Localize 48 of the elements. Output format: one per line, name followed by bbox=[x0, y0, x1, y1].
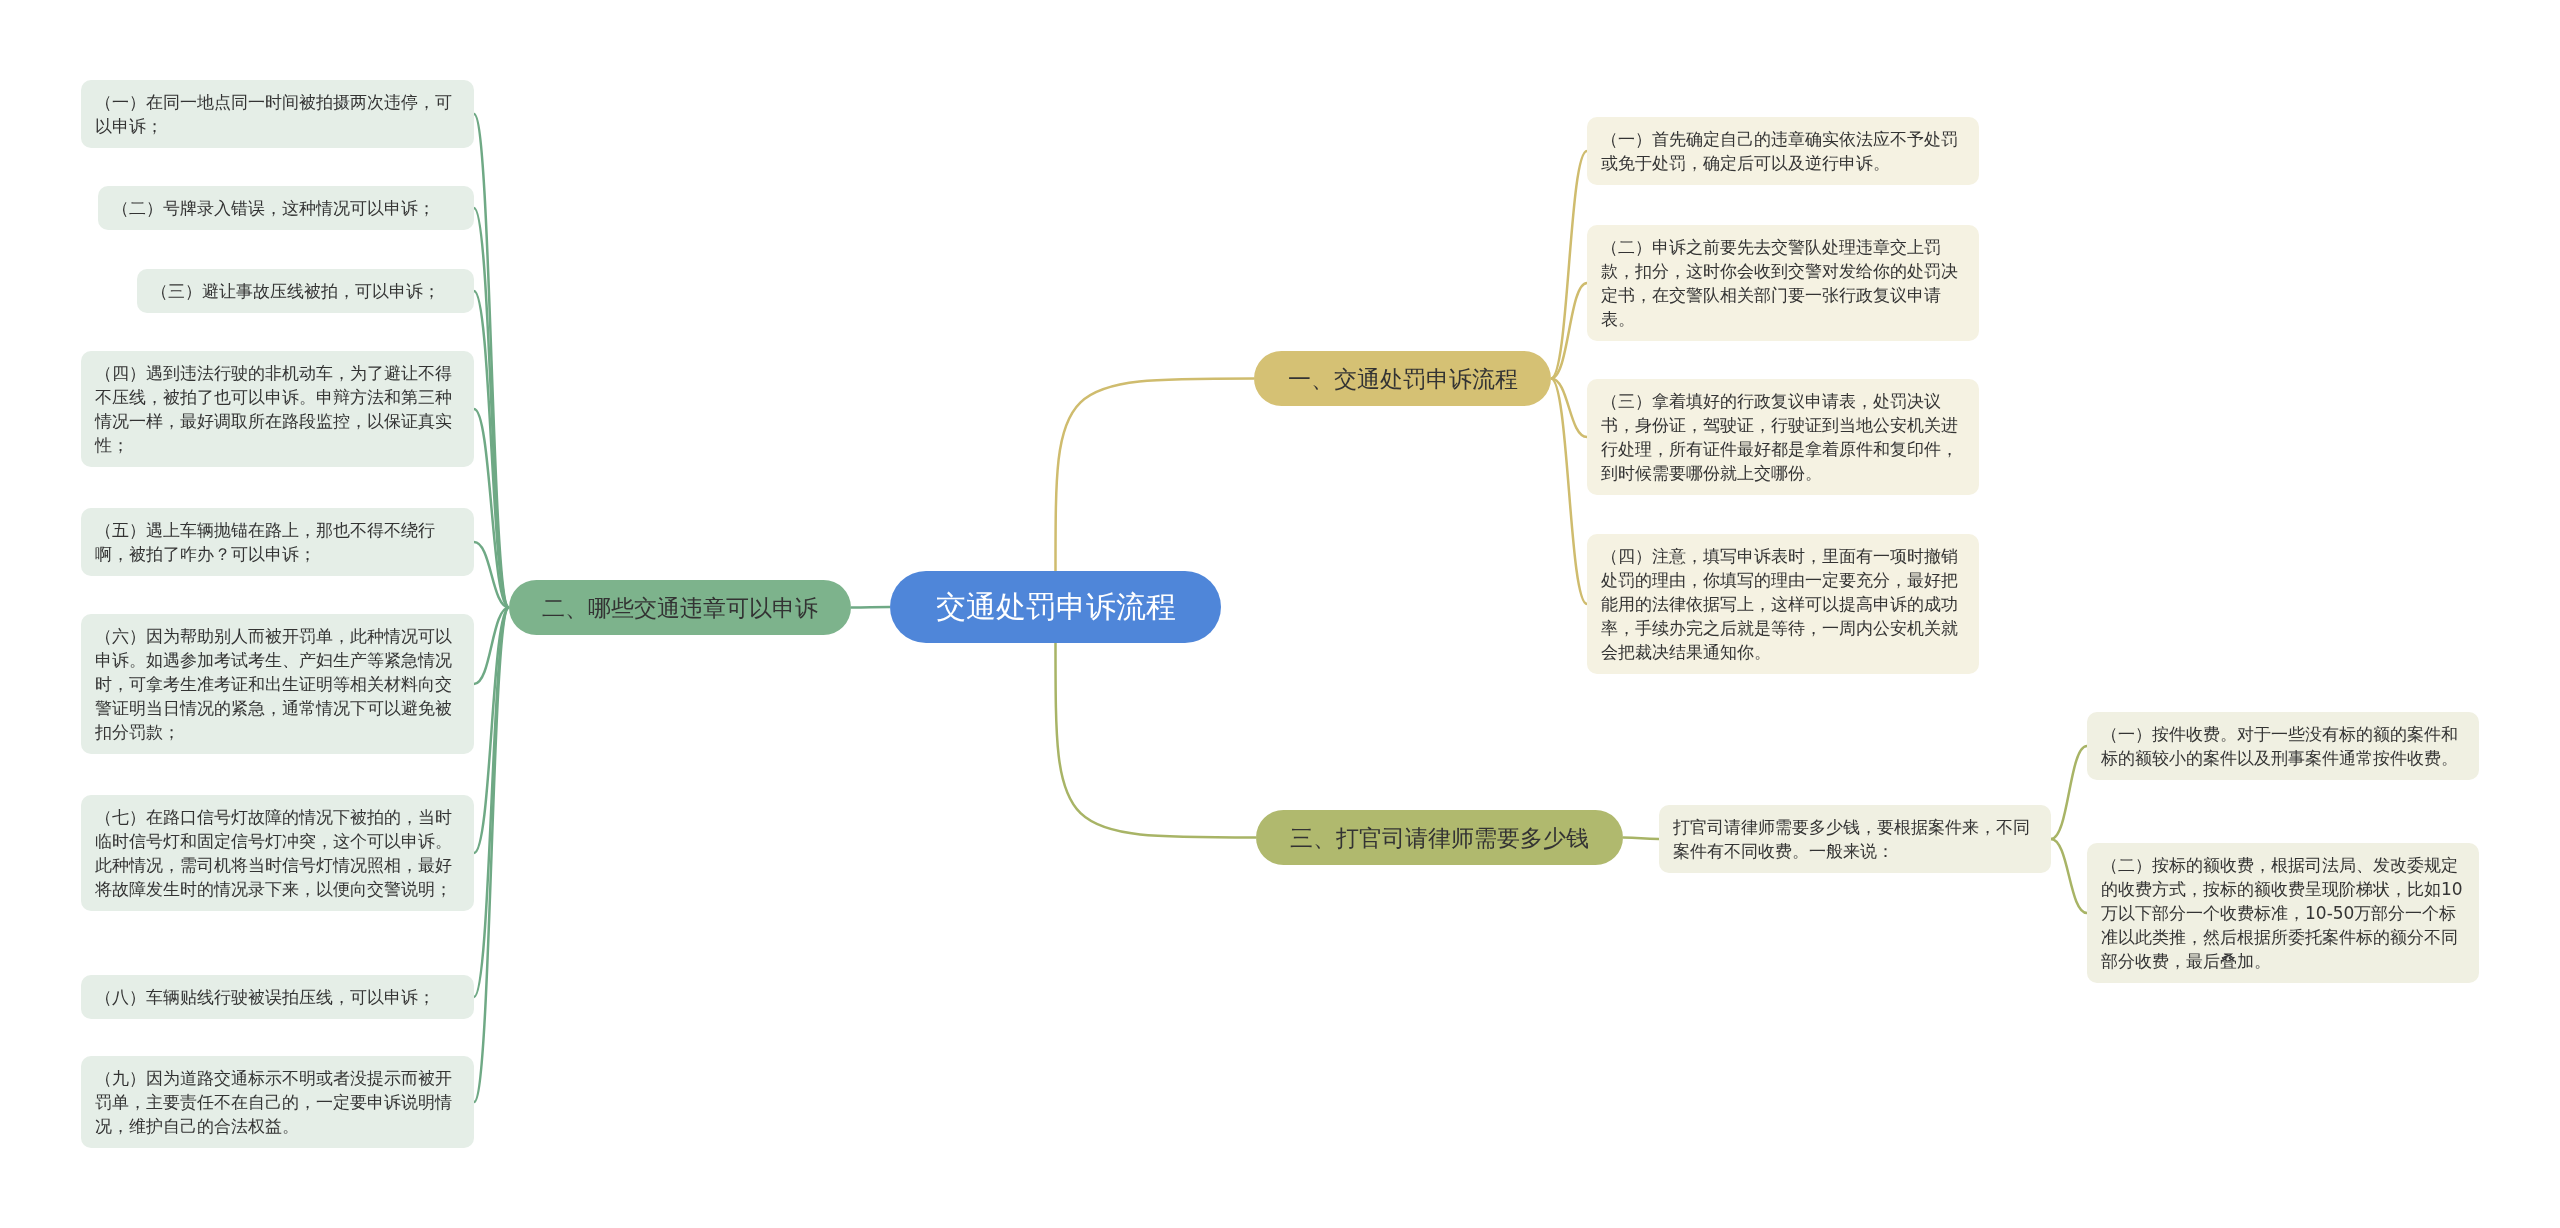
text-card bbox=[1587, 225, 1979, 341]
node-text: （二）号牌录入错误，这种情况可以申诉； bbox=[112, 197, 436, 220]
text-card bbox=[81, 795, 474, 911]
connector-line bbox=[1054, 377, 1254, 571]
node-text: （五）遇上车辆抛锚在路上，那也不得不绕行啊，被拍了咋办？可以申诉； bbox=[95, 519, 436, 566]
node-text: （三）避让事故压线被拍，可以申诉； bbox=[151, 280, 441, 303]
node-text: 打官司请律师需要多少钱，要根据案件来，不同案件有不同收费。一般来说： bbox=[1673, 816, 2031, 863]
node-text: （六）因为帮助别人而被开罚单，此种情况可以申诉。如遇参加考试考生、产妇生产等紧急情况时，可拿考生准考证和出生证明等相关材料向交警证明当日情况的紧急，通常情况下可以避免被扣分罚款； bbox=[95, 625, 453, 744]
connector-line bbox=[472, 607, 511, 1103]
node-text: （四）注意，填写申诉表时，里面有一项时撤销处罚的理由，你填写的理由一定要充分，最好把能用的法律依据写上，这样可以提高申诉的成功率，手续办完之后就是等待，一周内公安机关就会把裁决结果通知你。 bbox=[1601, 545, 1959, 664]
connector-line bbox=[1550, 281, 1588, 380]
node-text: （七）在路口信号灯故障的情况下被拍的，当时临时信号灯和固定信号灯冲突，这个可以申诉。此种情况，需司机将当时信号灯情况照相，最好将故障发生时的情况录下来，以便向交警说明； bbox=[95, 806, 453, 901]
text-card bbox=[2087, 843, 2479, 983]
node-text: （一）按件收费。对于一些没有标的额的案件和标的额较小的案件以及刑事案件通常按件收费。 bbox=[2101, 723, 2459, 770]
node-text: 三、打官司请律师需要多少钱 bbox=[1290, 825, 1589, 850]
branch-topic bbox=[509, 580, 851, 635]
branch-topic bbox=[1256, 810, 1623, 865]
connector-line bbox=[2050, 837, 2088, 915]
text-card bbox=[1587, 379, 1979, 495]
connector-line bbox=[1550, 377, 1588, 605]
node-text: （二）按标的额收费，根据司法局、发改委规定的收费方式，按标的额收费呈现阶梯状，比如10万以下部分一个收费标准，10-50万部分一个标准以此类推，然后根据所委托案件标的额分不同部分收费，最后叠加。 bbox=[2101, 854, 2464, 973]
node-text: （八）车辆贴线行驶被误拍压线，可以申诉； bbox=[95, 986, 436, 1009]
text-card bbox=[137, 269, 474, 313]
node-text: （九）因为道路交通标示不明或者没提示而被开罚单，主要责任不在自己的，一定要申诉说明情况，维护自己的合法权益。 bbox=[95, 1067, 453, 1138]
text-card bbox=[2087, 712, 2479, 780]
connector-line bbox=[1623, 836, 1659, 841]
node-text: （三）拿着填好的行政复议申请表，处罚决议书，身份证，驾驶证，行驶证到当地公安机关进行处理，所有证件最好都是拿着原件和复印件，到时候需要哪份就上交哪份。 bbox=[1601, 390, 1959, 485]
node-text: （一）在同一地点同一时间被拍摄两次违停，可以申诉； bbox=[95, 91, 453, 138]
node-text: 一、交通处罚申诉流程 bbox=[1287, 366, 1518, 391]
text-card bbox=[98, 186, 474, 230]
branch-topic bbox=[1254, 351, 1551, 406]
text-card bbox=[1587, 534, 1979, 674]
connector-line bbox=[1054, 643, 1256, 839]
connector-line bbox=[2050, 744, 2088, 841]
text-card bbox=[81, 80, 474, 148]
node-text: （四）遇到违法行驶的非机动车，为了避让不得不压线，被拍了也可以申诉。申辩方法和第三种情况一样，最好调取所在路段监控，以保证真实性； bbox=[95, 362, 453, 457]
connector-line bbox=[851, 605, 890, 609]
text-card bbox=[81, 351, 474, 467]
text-card bbox=[81, 975, 474, 1019]
text-card bbox=[81, 1056, 474, 1148]
node-text: 二、哪些交通违章可以申诉 bbox=[542, 595, 818, 620]
text-card bbox=[1587, 117, 1979, 185]
text-card bbox=[1659, 805, 2051, 873]
connector-line bbox=[1550, 150, 1588, 380]
text-card bbox=[81, 508, 474, 576]
node-text: （二）申诉之前要先去交警队处理违章交上罚款，扣分，这时你会收到交警对发给你的处罚决定书，在交警队相关部门要一张行政复议申请表。 bbox=[1601, 236, 1959, 331]
node-text: （一）首先确定自己的违章确实依法应不予处罚或免于处罚，确定后可以及逆行申诉。 bbox=[1601, 128, 1959, 175]
text-card bbox=[81, 614, 474, 754]
